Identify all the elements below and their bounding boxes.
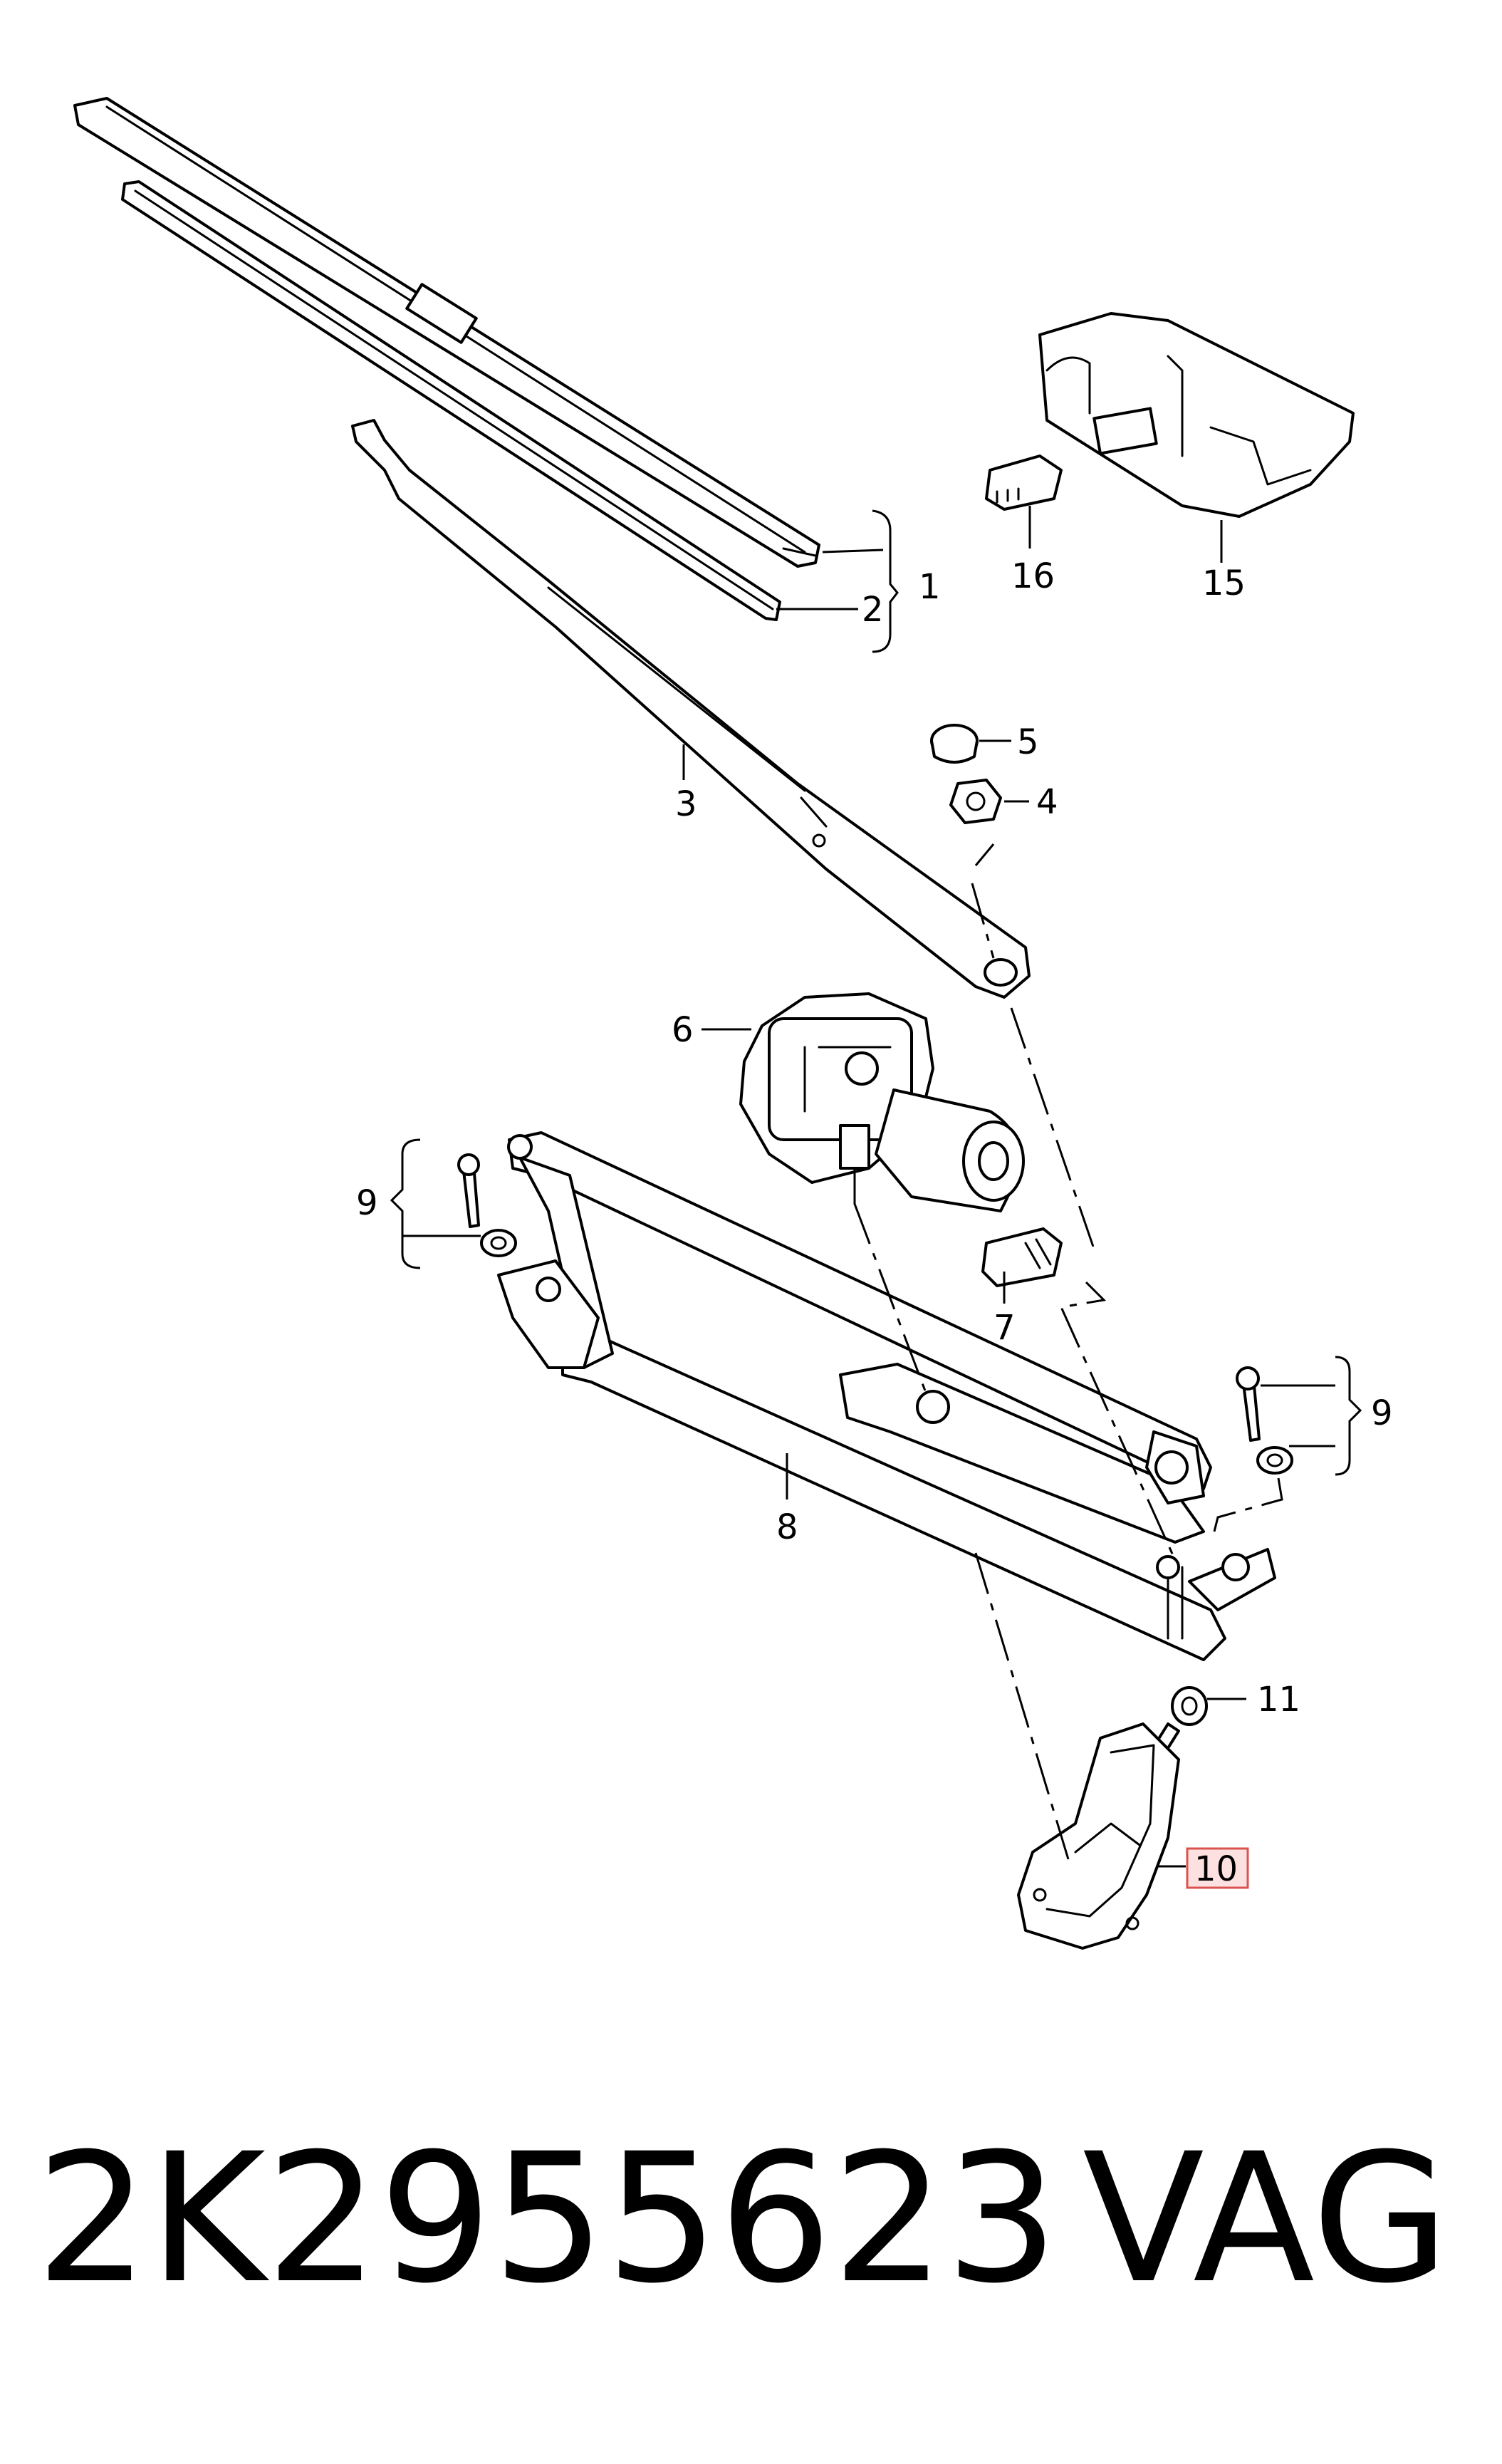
callout-11[interactable]: 11	[1257, 1680, 1300, 1720]
bolt-grommet-right[interactable]	[1236, 1366, 1293, 1475]
callout-3[interactable]: 3	[675, 784, 697, 824]
callout-9-right[interactable]: 9	[1371, 1393, 1393, 1433]
leader-lines	[390, 506, 1362, 1868]
wiper-arm[interactable]	[351, 419, 1031, 999]
callout-9-left[interactable]: 9	[356, 1183, 378, 1223]
brand-name: VAG	[1083, 2115, 1450, 2322]
callout-7[interactable]: 7	[993, 1308, 1016, 1348]
callout-16[interactable]: 16	[1011, 556, 1055, 596]
callout-8[interactable]: 8	[776, 1507, 798, 1547]
callout-6[interactable]: 6	[672, 1010, 694, 1050]
callout-2[interactable]: 2	[862, 590, 884, 630]
connector[interactable]	[981, 1227, 1063, 1287]
nut[interactable]	[949, 779, 1002, 824]
callout-10[interactable]: 10	[1194, 1849, 1238, 1889]
cap[interactable]	[930, 724, 979, 764]
wiper-blade[interactable]	[73, 97, 820, 568]
highlight-box	[1186, 1847, 1249, 1889]
bearing-bracket[interactable]	[1017, 1722, 1180, 1950]
relay-plug[interactable]	[985, 454, 1063, 511]
callout-15[interactable]: 15	[1202, 563, 1246, 603]
part-number: 2K2955623	[36, 2115, 1059, 2322]
wiper-linkage-frame[interactable]	[497, 1131, 1276, 1661]
callout-5[interactable]: 5	[1017, 722, 1039, 762]
bolt-grommet-left[interactable]	[457, 1153, 517, 1257]
control-unit[interactable]	[1038, 312, 1355, 518]
callout-labels: 1 2 3 4 5 6 7 8 9 9 10 11 15 16	[356, 556, 1393, 1889]
assembly-axes	[853, 843, 1283, 1860]
callout-4[interactable]: 4	[1036, 782, 1058, 822]
wiper-motor[interactable]	[739, 992, 1025, 1212]
wiper-rubber-insert[interactable]	[121, 180, 781, 621]
callout-1[interactable]: 1	[919, 567, 941, 607]
